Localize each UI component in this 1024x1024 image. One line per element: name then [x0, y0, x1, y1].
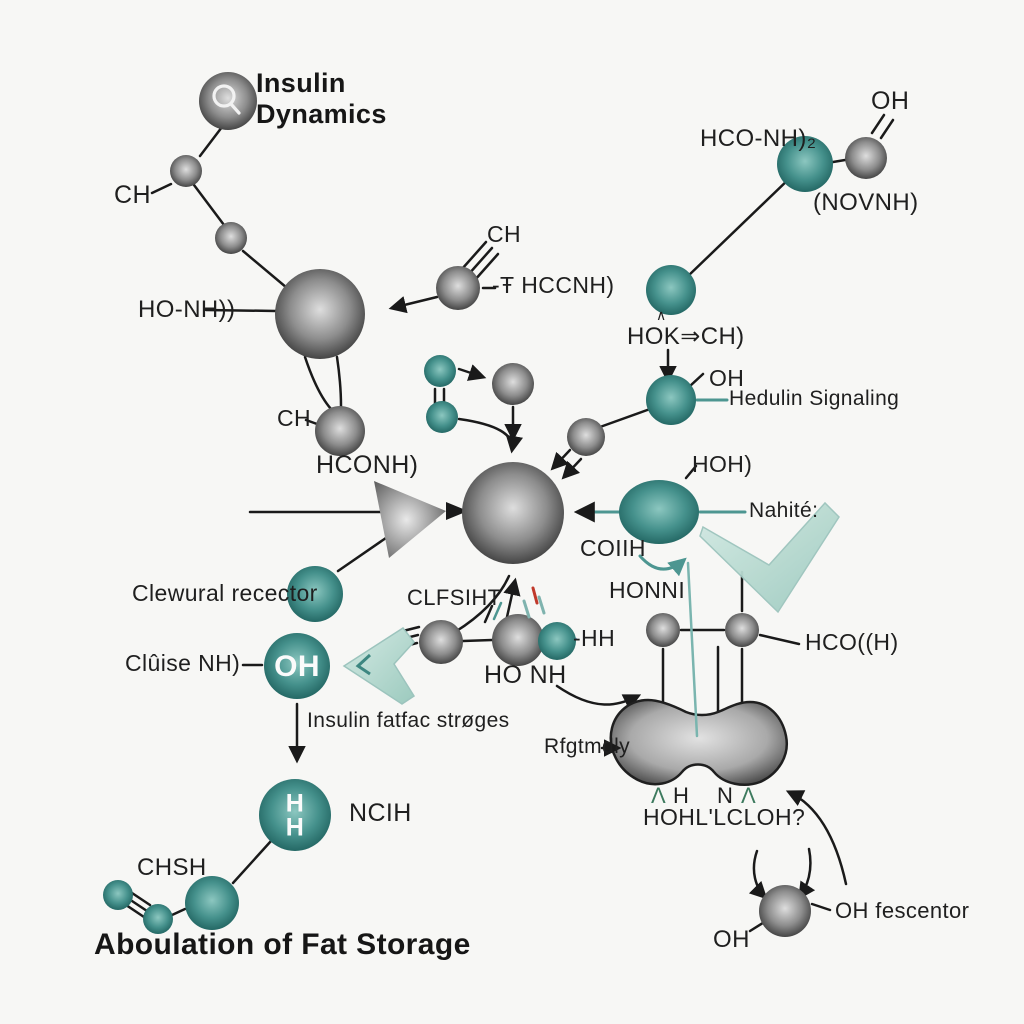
label-clfsiht: CLFSIHT [407, 585, 502, 610]
gray-arrow-tip [446, 502, 468, 520]
node-oh-topright [845, 137, 887, 179]
label-hohlcloh: HOHL'LCLOH? [643, 804, 806, 830]
label-chsh: CHSH [137, 854, 207, 881]
molecule-nodes [103, 72, 887, 937]
label-oh-top: OH [871, 87, 910, 115]
diagram-title: Insulin Dynamics [256, 68, 387, 130]
label-clewural-receptor: Clewural recector [132, 580, 318, 606]
label-oh-mid: OH [709, 365, 745, 391]
label-oh-fescentor: OH fescentor [835, 898, 970, 923]
teal-checkmark-shape [699, 501, 840, 614]
node-clewural [287, 566, 343, 622]
node-q-sphere [199, 72, 257, 130]
node-teal-pair-a [424, 355, 456, 387]
label-coih: COIIH [580, 535, 646, 561]
label-caret-small: ∧ [656, 307, 667, 323]
gray-arrowhead-shape [374, 481, 446, 558]
label-ho-nh: HO-NH)) [138, 296, 236, 323]
node-hco-nh2 [777, 136, 833, 192]
node-big-left [275, 269, 365, 359]
node-chsh [185, 876, 239, 930]
label-hconh: HCONH) [316, 451, 419, 479]
node-gray-top-center [492, 363, 534, 405]
node-ladder-right [725, 613, 759, 647]
label-hh-bond: -HH [573, 625, 616, 651]
flow-arrows [288, 295, 816, 900]
label-ho-nh-center: HO NH [484, 661, 567, 689]
label-ch-right: CH [487, 221, 522, 247]
magnifier-icon [212, 84, 241, 115]
blob-node [609, 698, 789, 786]
label-hh-node: H H [285, 789, 305, 841]
mint-arrowhead-shape [342, 626, 416, 705]
node-center-hub [462, 462, 564, 564]
flow-arrows-over [600, 739, 848, 886]
label-hco-h: HCO((H) [805, 629, 899, 655]
node-hedulin [646, 375, 696, 425]
node-gray-right-center [567, 418, 605, 456]
label-novnh: (NOVNH) [813, 189, 919, 216]
node-teal-pair-b [426, 401, 458, 433]
mint-arrow-chevron [355, 653, 372, 676]
decorative-shapes [342, 481, 840, 705]
label-oh-bottom: OH [713, 926, 750, 953]
label-thccnh: -Ŧ HCCNH) [492, 272, 615, 298]
node-clfsiht-a [419, 620, 463, 664]
node-nahite [619, 480, 699, 544]
node-small-1 [170, 155, 202, 187]
node-oh-teal [264, 633, 330, 699]
tick-accents [483, 586, 546, 624]
node-hh-small [538, 622, 576, 660]
node-tiny-a [103, 880, 133, 910]
label-ch-mid: CH [277, 405, 312, 431]
teal-connectors [573, 398, 747, 738]
diagram-footer-title: Aboulation of Fat Storage [94, 928, 471, 961]
label-n-mark: N [717, 783, 734, 808]
label-hoh: HOH) [692, 451, 753, 477]
node-hconh [315, 406, 365, 456]
node-clfsiht-b [492, 614, 544, 666]
node-hok [646, 265, 696, 315]
label-nahite: Nahité: [749, 499, 819, 522]
node-oh-receptor [759, 885, 811, 937]
label-hok-ch: HOK⇒CH) [627, 323, 745, 350]
node-ladder-left [646, 613, 680, 647]
label-ncih: NCIH [349, 799, 412, 827]
label-h-mark: H [673, 783, 690, 808]
node-small-2 [215, 222, 247, 254]
label-cluise-nh: Clûise NH) [125, 650, 241, 676]
label-caret-b: Λ [741, 783, 757, 808]
bond-lines [124, 113, 895, 933]
label-hco-nh2: HCO-NH)₂ [700, 125, 817, 152]
label-oh-node: OH [274, 649, 320, 683]
label-rfgtmdly: Rfgtmdly [544, 735, 631, 758]
label-hedulin-signaling: Hedulin Signaling [729, 387, 900, 410]
node-hh-big [259, 779, 331, 851]
label-insulin-fatfac: Insulin fatfac strøges [307, 709, 510, 732]
node-tiny-b [143, 904, 173, 934]
label-ch-topleft: CH [114, 181, 151, 209]
node-thccnh [436, 266, 480, 310]
label-honni: HONNI [609, 577, 686, 603]
label-caret-a: Λ [651, 783, 667, 808]
